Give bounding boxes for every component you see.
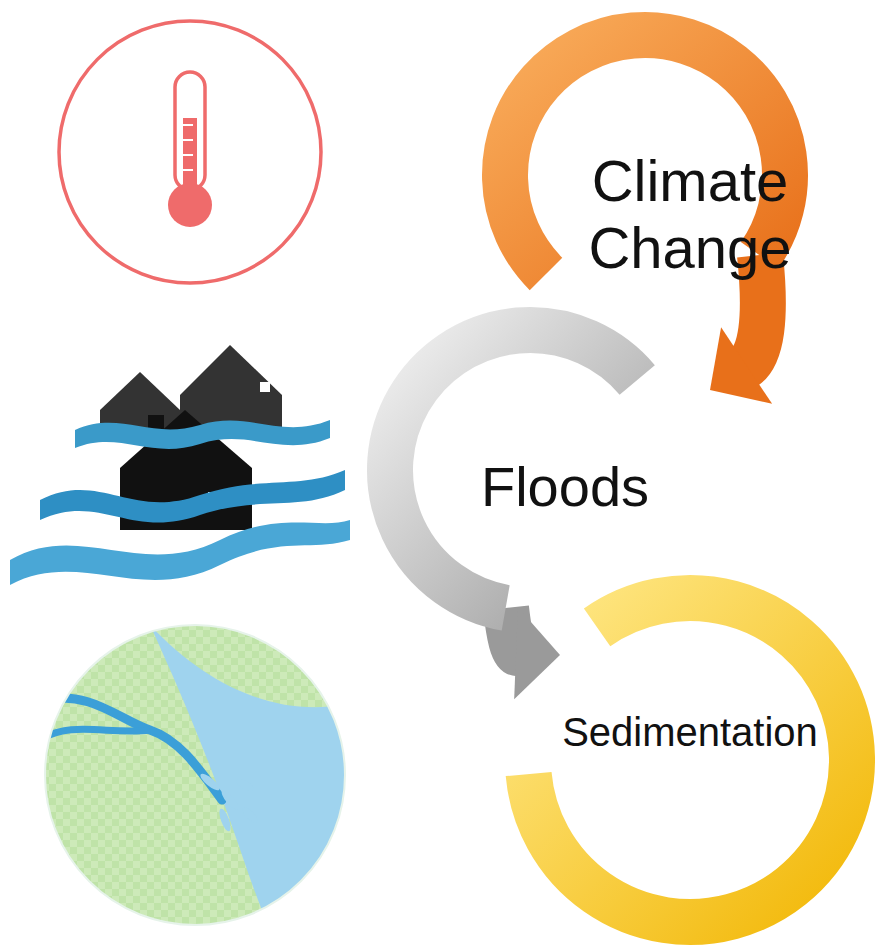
delta-icon [40,620,360,930]
cycle-arrow [506,607,560,699]
arrow-shaft [506,608,518,653]
ring-label: Floods [481,455,649,519]
cycle-ring: Floods [370,300,710,608]
arrow-head [710,327,772,404]
ring-label: Climate Change [588,148,791,281]
thermometer-icon [59,21,321,283]
cycle-ring: Climate Change [480,25,810,255]
cycle-ring: Sedimentation [500,655,880,945]
ring-arc [370,300,710,608]
ring-label: Sedimentation [562,709,818,755]
arrow-head [514,607,560,699]
ring-arc [500,655,880,945]
flood-icon [10,345,350,585]
ring-band [529,598,852,922]
